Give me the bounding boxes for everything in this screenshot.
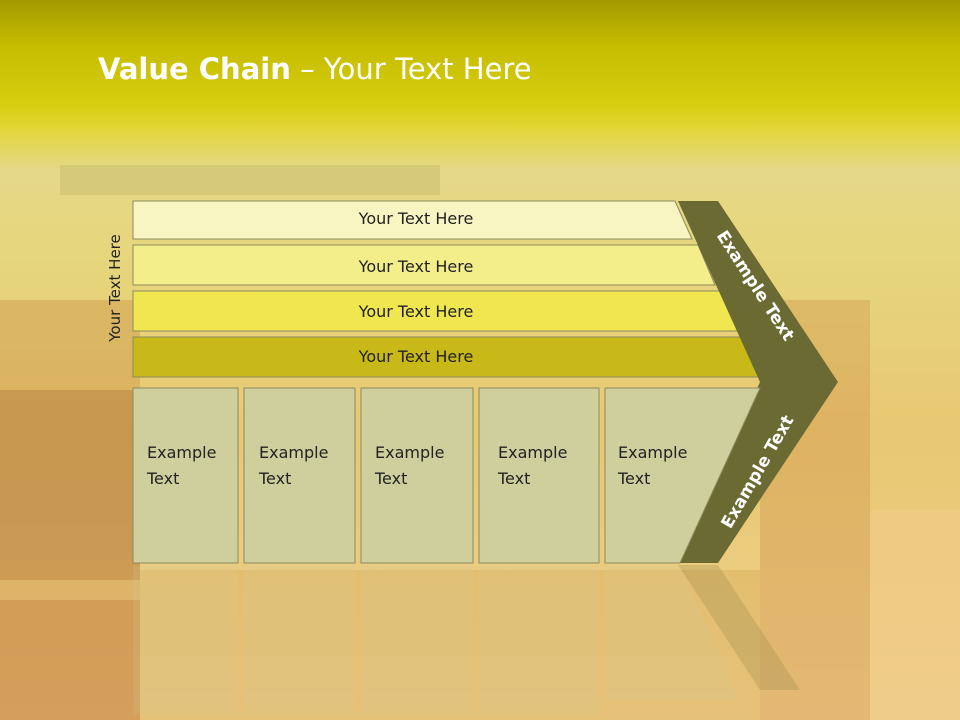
box-5-line1: Example xyxy=(618,443,688,462)
bar-1[interactable] xyxy=(132,200,693,240)
box-1-line1: Example xyxy=(147,443,217,462)
box-3-line1: Example xyxy=(375,443,445,462)
box-4-line1: Example xyxy=(498,443,568,462)
slide-title: Value Chain – Your Text Here xyxy=(98,52,532,86)
bar-2[interactable] xyxy=(132,244,716,286)
box-2[interactable] xyxy=(243,387,356,564)
box-3-line2: Text xyxy=(375,469,408,488)
bar-4-label: Your Text Here xyxy=(358,347,474,366)
bar-1-label: Your Text Here xyxy=(358,209,474,228)
box-4-line2: Text xyxy=(498,469,531,488)
box-5[interactable] xyxy=(604,387,761,564)
box-2-line2: Text xyxy=(259,469,292,488)
box-1[interactable] xyxy=(132,387,239,564)
bar-3-label: Your Text Here xyxy=(358,302,474,321)
box-3[interactable] xyxy=(360,387,474,564)
title-bold: Value Chain xyxy=(98,52,291,86)
reflection xyxy=(133,565,800,715)
box-2-line1: Example xyxy=(259,443,329,462)
box-5-line2: Text xyxy=(618,469,651,488)
chevron-arrow[interactable] xyxy=(678,201,838,563)
box-1-line2: Text xyxy=(147,469,180,488)
title-rest: – Your Text Here xyxy=(290,52,532,86)
box-4[interactable] xyxy=(478,387,600,564)
bar-2-label: Your Text Here xyxy=(358,257,474,276)
